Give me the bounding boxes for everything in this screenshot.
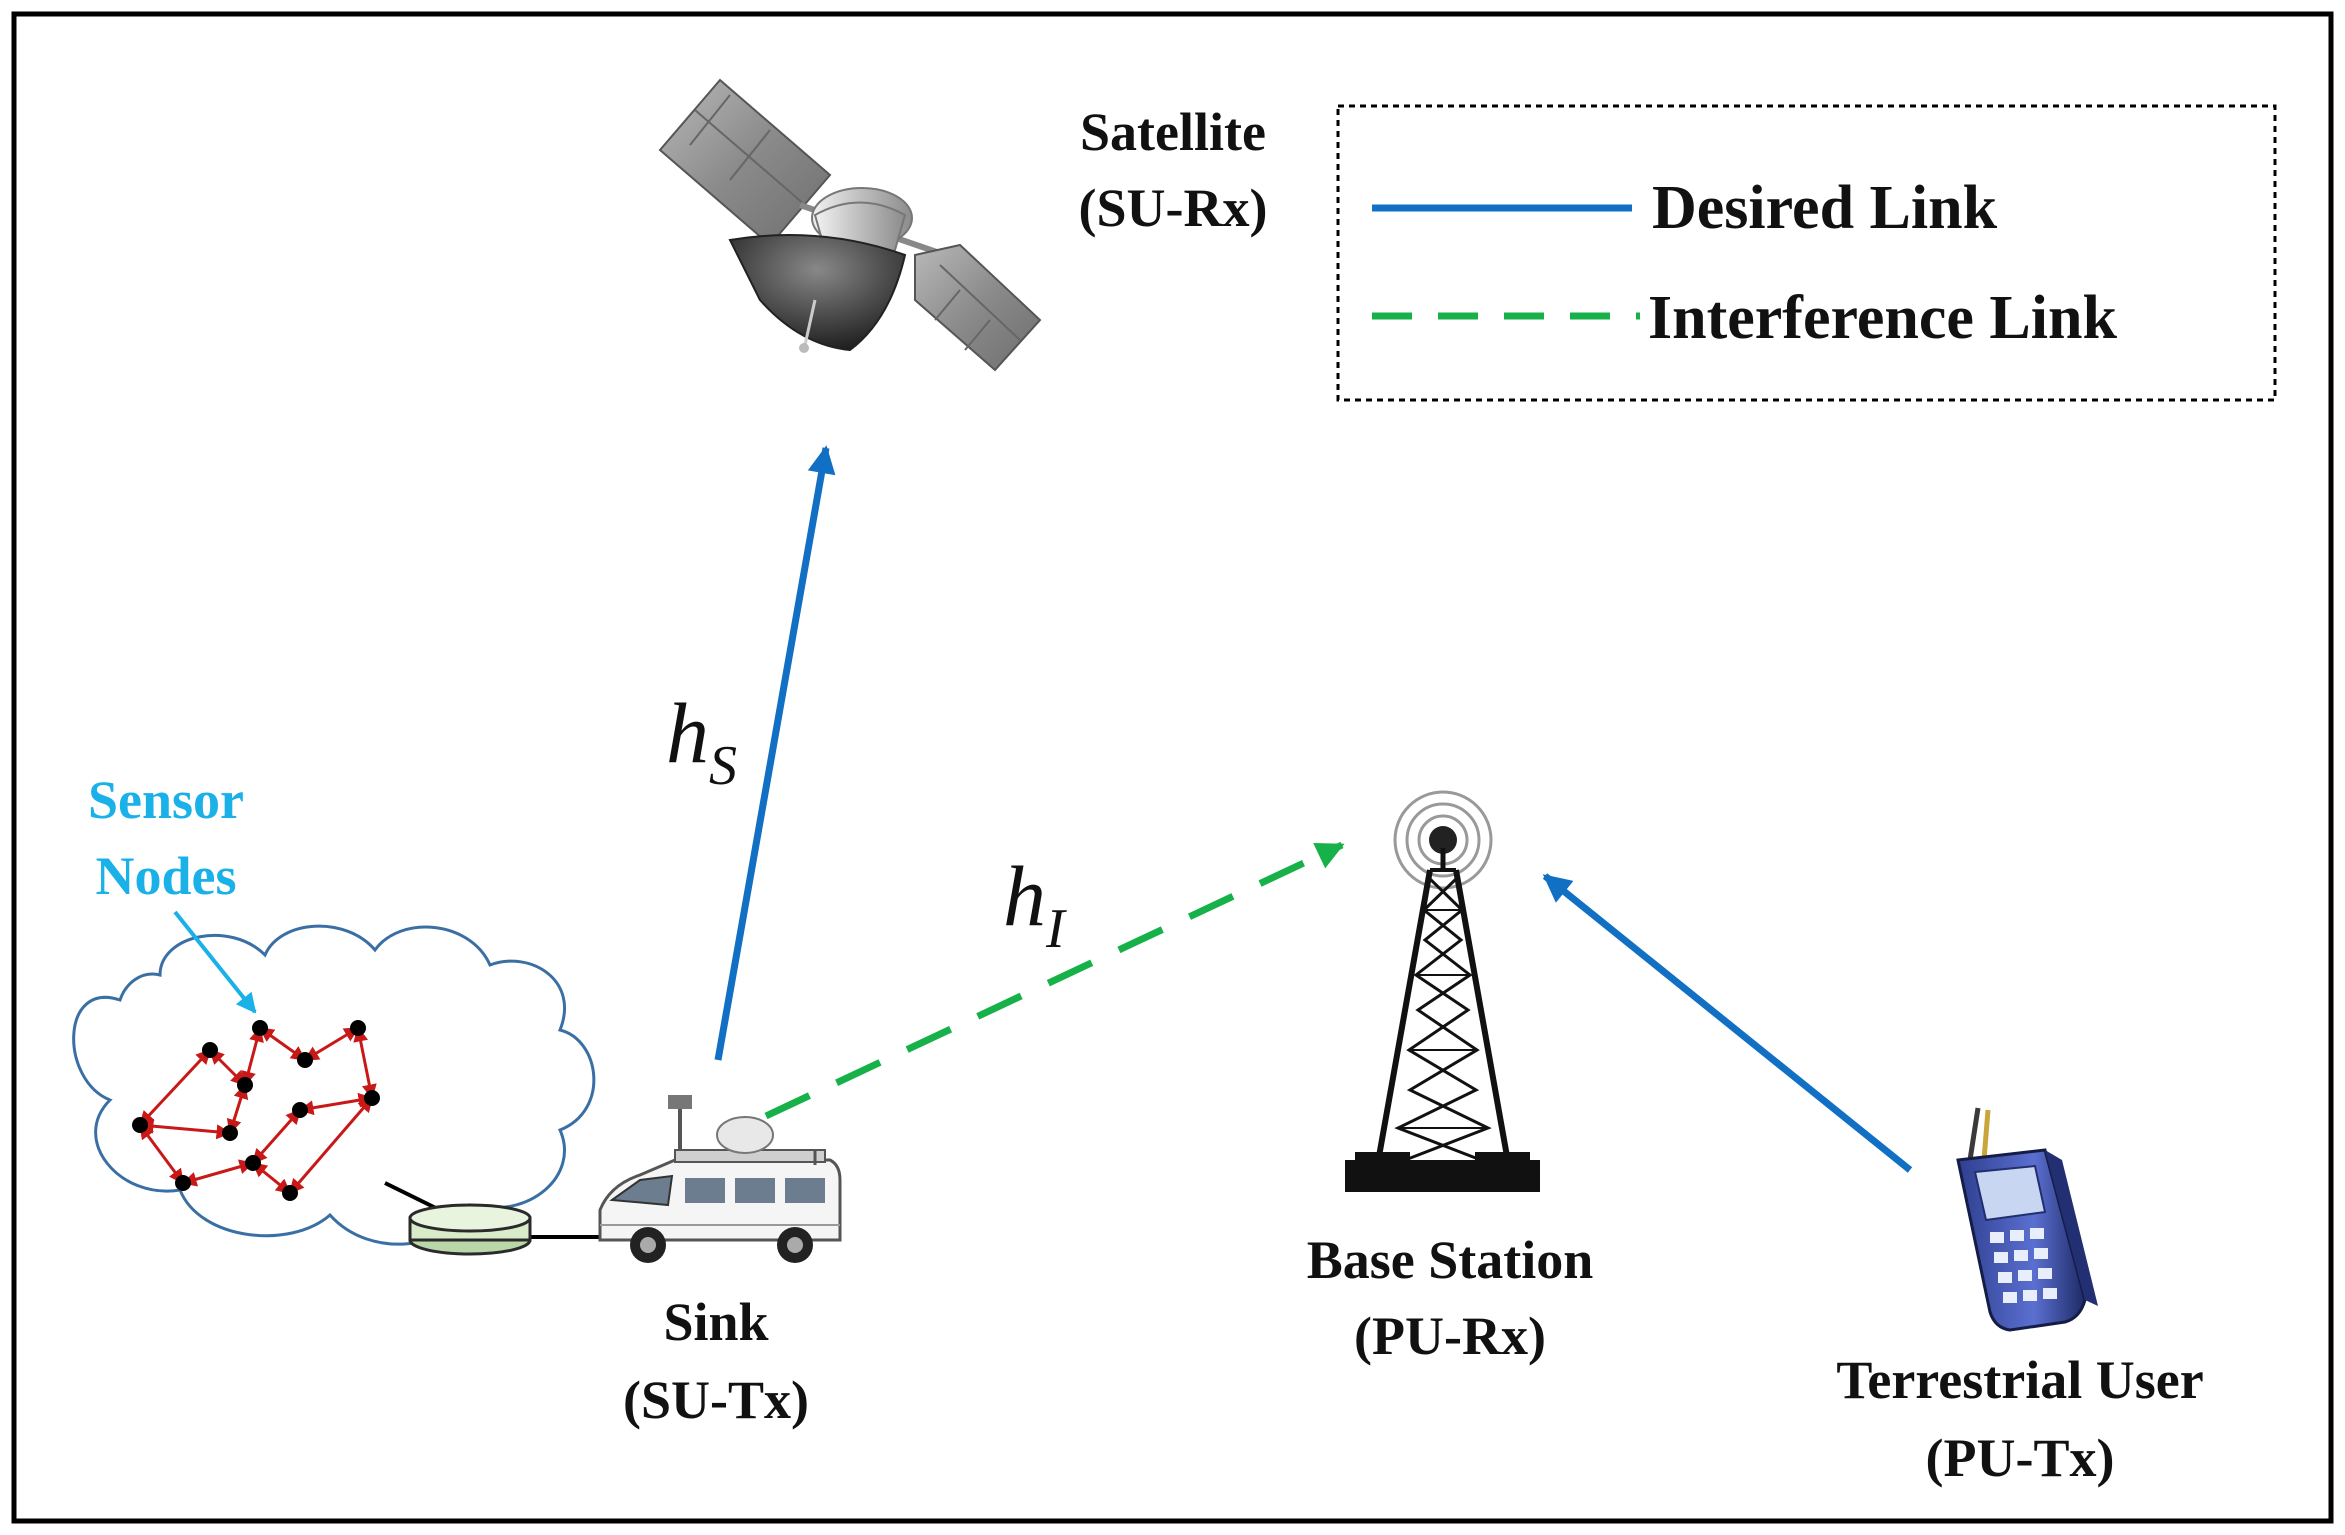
interference-link-sink-to-base-station xyxy=(764,841,1345,1120)
sink-label: Sink xyxy=(663,1292,768,1352)
sensor-node-dots xyxy=(132,1020,380,1201)
desired-link-legend-label: Desired Link xyxy=(1652,174,1998,242)
channel-hs-label: hS xyxy=(666,685,737,797)
base-station-label: Base Station xyxy=(1307,1230,1594,1290)
sink-role-label: (SU-Tx) xyxy=(623,1370,809,1430)
satellite-role-label: (SU-Rx) xyxy=(1079,178,1268,238)
signal-waves-icon xyxy=(1393,790,1493,890)
tower-icon xyxy=(1375,848,1511,1164)
legend-box xyxy=(1336,104,2277,402)
legend: Desired Link Interference Link xyxy=(1336,104,2277,402)
gateway-device-icon xyxy=(408,1203,532,1256)
sensor-network-cloud xyxy=(72,924,596,1246)
sensor-links xyxy=(138,1026,377,1195)
satellite-icon xyxy=(658,78,1042,372)
base-station-role-label: (PU-Rx) xyxy=(1354,1306,1546,1366)
desired-link-sink-to-satellite xyxy=(714,445,836,1061)
tower-base xyxy=(1345,1152,1540,1192)
terrestrial-user-label: Terrestrial User xyxy=(1836,1350,2203,1410)
interference-link-legend-label: Interference Link xyxy=(1648,284,2117,352)
channel-hi-label: hI xyxy=(1003,848,1067,960)
handset-icon xyxy=(1956,1107,2098,1332)
terrestrial-user-role-label: (PU-Tx) xyxy=(1926,1428,2115,1488)
sensor-nodes-label-line2: Nodes xyxy=(95,846,236,906)
satellite-label: Satellite xyxy=(1080,102,1266,162)
van-icon xyxy=(598,1095,842,1263)
sensor-nodes-pointer-arrow xyxy=(173,910,257,1014)
sensor-nodes-label-line1: Sensor xyxy=(88,770,244,830)
desired-link-user-to-base-station xyxy=(1542,873,1913,1173)
diagram-frame xyxy=(11,11,2334,1524)
